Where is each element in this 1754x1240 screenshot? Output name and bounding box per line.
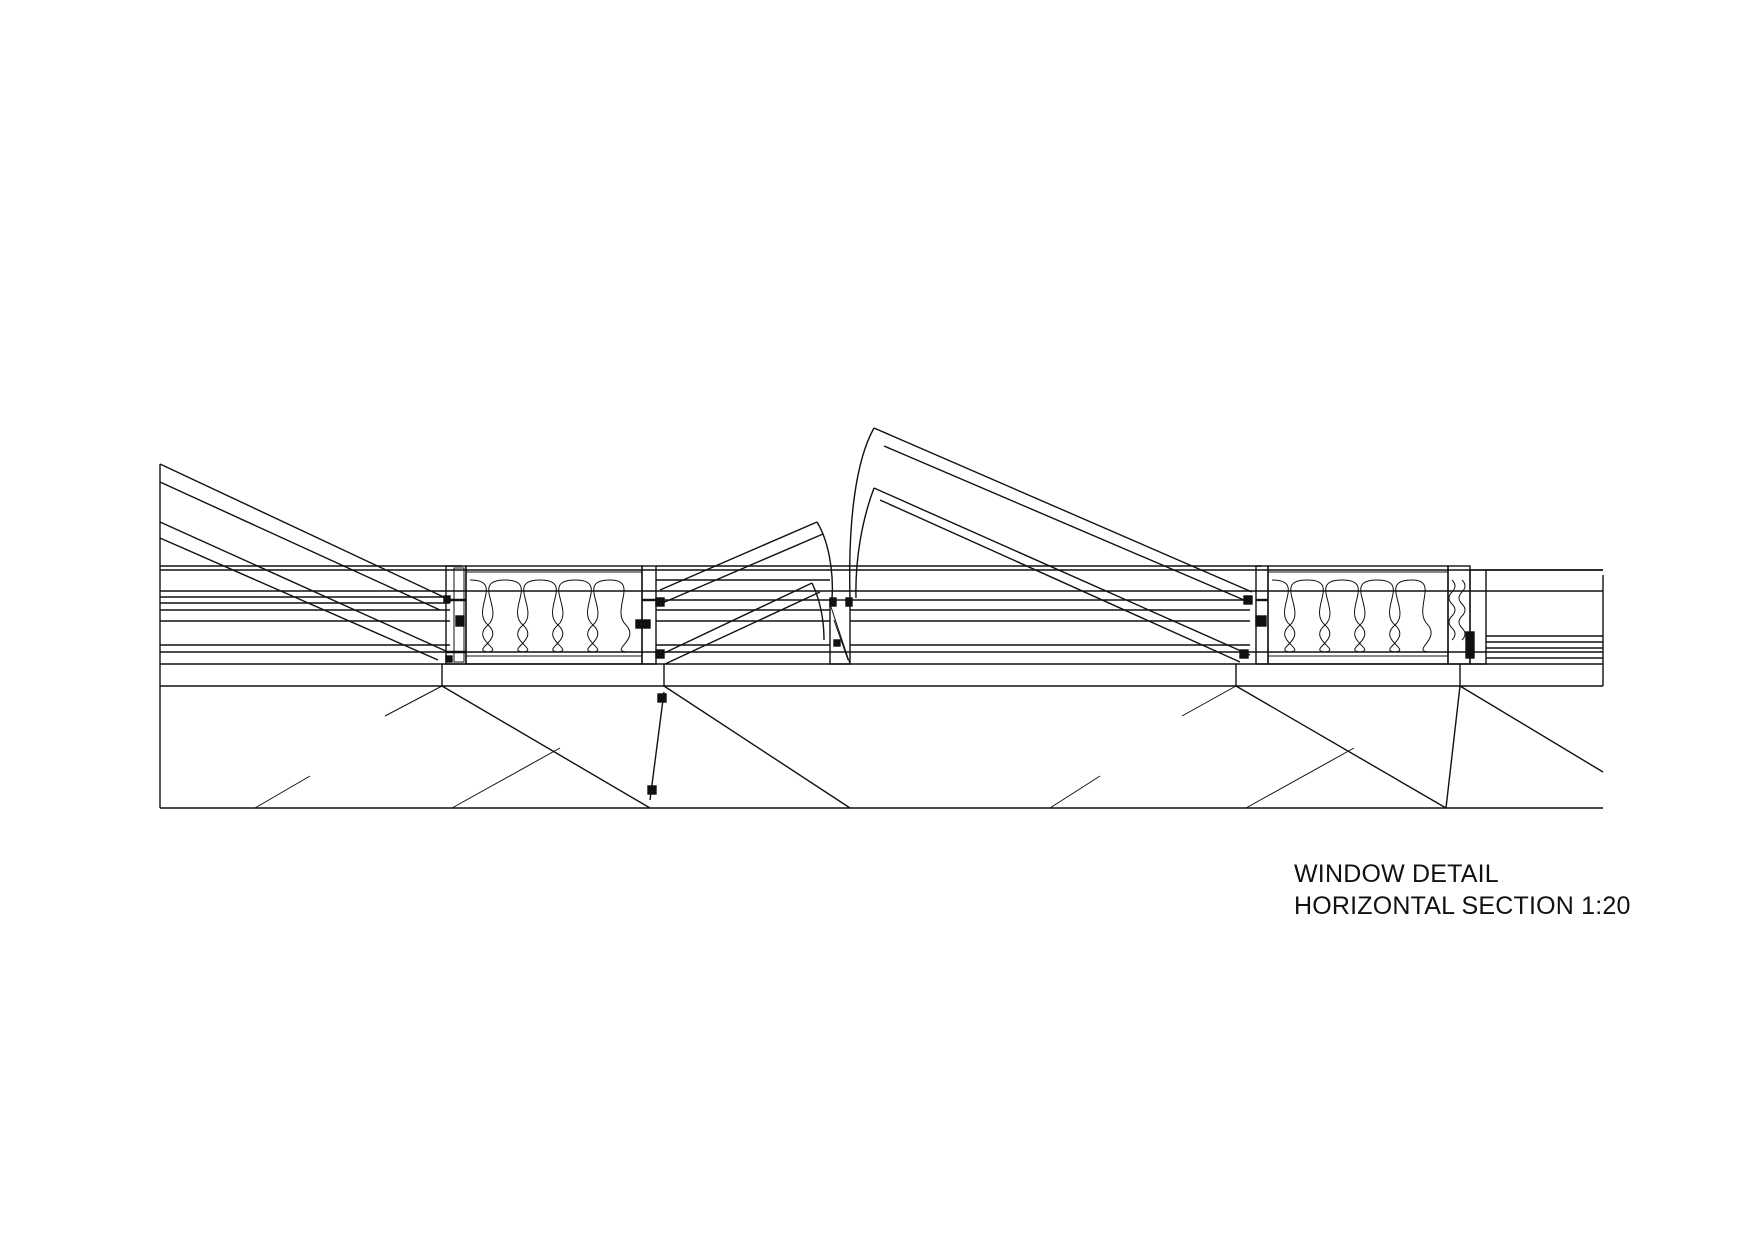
drawing-title-block: WINDOW DETAIL HORIZONTAL SECTION 1:20 <box>1294 858 1631 922</box>
middle-left-window <box>655 521 1262 665</box>
left-jamb-frame <box>443 565 467 665</box>
left-open-sash <box>159 463 451 808</box>
central-mullion <box>829 597 853 665</box>
wall-band-lines <box>160 569 1604 809</box>
reveal-steps <box>441 664 1461 686</box>
wall-section-hatching <box>254 685 1604 809</box>
drawing-title: WINDOW DETAIL <box>1294 860 1499 888</box>
right-insulation-panel <box>1255 565 1475 665</box>
right-fixed-frame <box>1469 569 1603 665</box>
middle-right-window <box>849 427 1253 663</box>
drawing-scale-subtitle: HORIZONTAL SECTION 1:20 <box>1294 892 1631 920</box>
left-window-glazing <box>160 565 462 646</box>
left-insulation-panel <box>465 565 657 665</box>
